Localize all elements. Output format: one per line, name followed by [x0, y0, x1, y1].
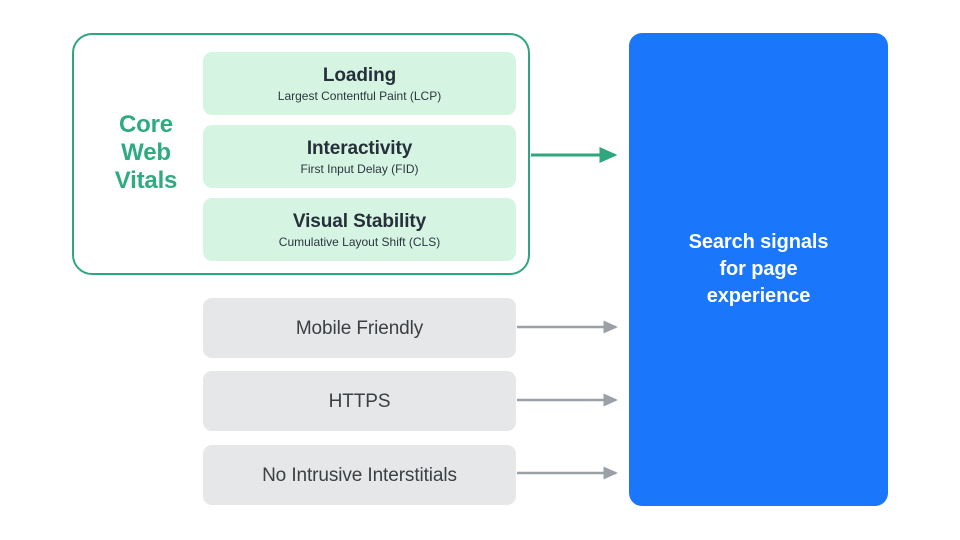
- core-web-vitals-label-line-1: Core: [119, 111, 173, 138]
- signal-box-no-intrusive-interstitials: No Intrusive Interstitials: [203, 445, 516, 505]
- signal-box-https: HTTPS: [203, 371, 516, 431]
- vital-card-interactivity: Interactivity First Input Delay (FID): [203, 125, 516, 188]
- signal-box-mobile-friendly: Mobile Friendly: [203, 298, 516, 358]
- vital-card-title: Interactivity: [306, 137, 413, 159]
- core-web-vitals-label-line-3: Vitals: [114, 167, 178, 194]
- outcome-box-search-signals: Search signals for page experience: [629, 33, 888, 506]
- vital-card-subtitle: Largest Contentful Paint (LCP): [277, 88, 442, 103]
- signal-box-label: Mobile Friendly: [295, 317, 424, 339]
- core-web-vitals-group-label: Core Web Vitals: [96, 111, 196, 195]
- vital-card-loading: Loading Largest Contentful Paint (LCP): [203, 52, 516, 115]
- vital-card-title: Visual Stability: [292, 210, 427, 232]
- core-web-vitals-label-line-2: Web: [121, 139, 171, 166]
- vital-card-subtitle: First Input Delay (FID): [300, 161, 419, 176]
- vital-card-visual-stability: Visual Stability Cumulative Layout Shift…: [203, 198, 516, 261]
- signal-box-label: HTTPS: [328, 390, 391, 412]
- signal-box-label: No Intrusive Interstitials: [262, 464, 457, 486]
- outcome-box-label: Search signals for page experience: [688, 231, 829, 307]
- vital-card-title: Loading: [322, 64, 397, 86]
- vital-card-subtitle: Cumulative Layout Shift (CLS): [278, 234, 441, 249]
